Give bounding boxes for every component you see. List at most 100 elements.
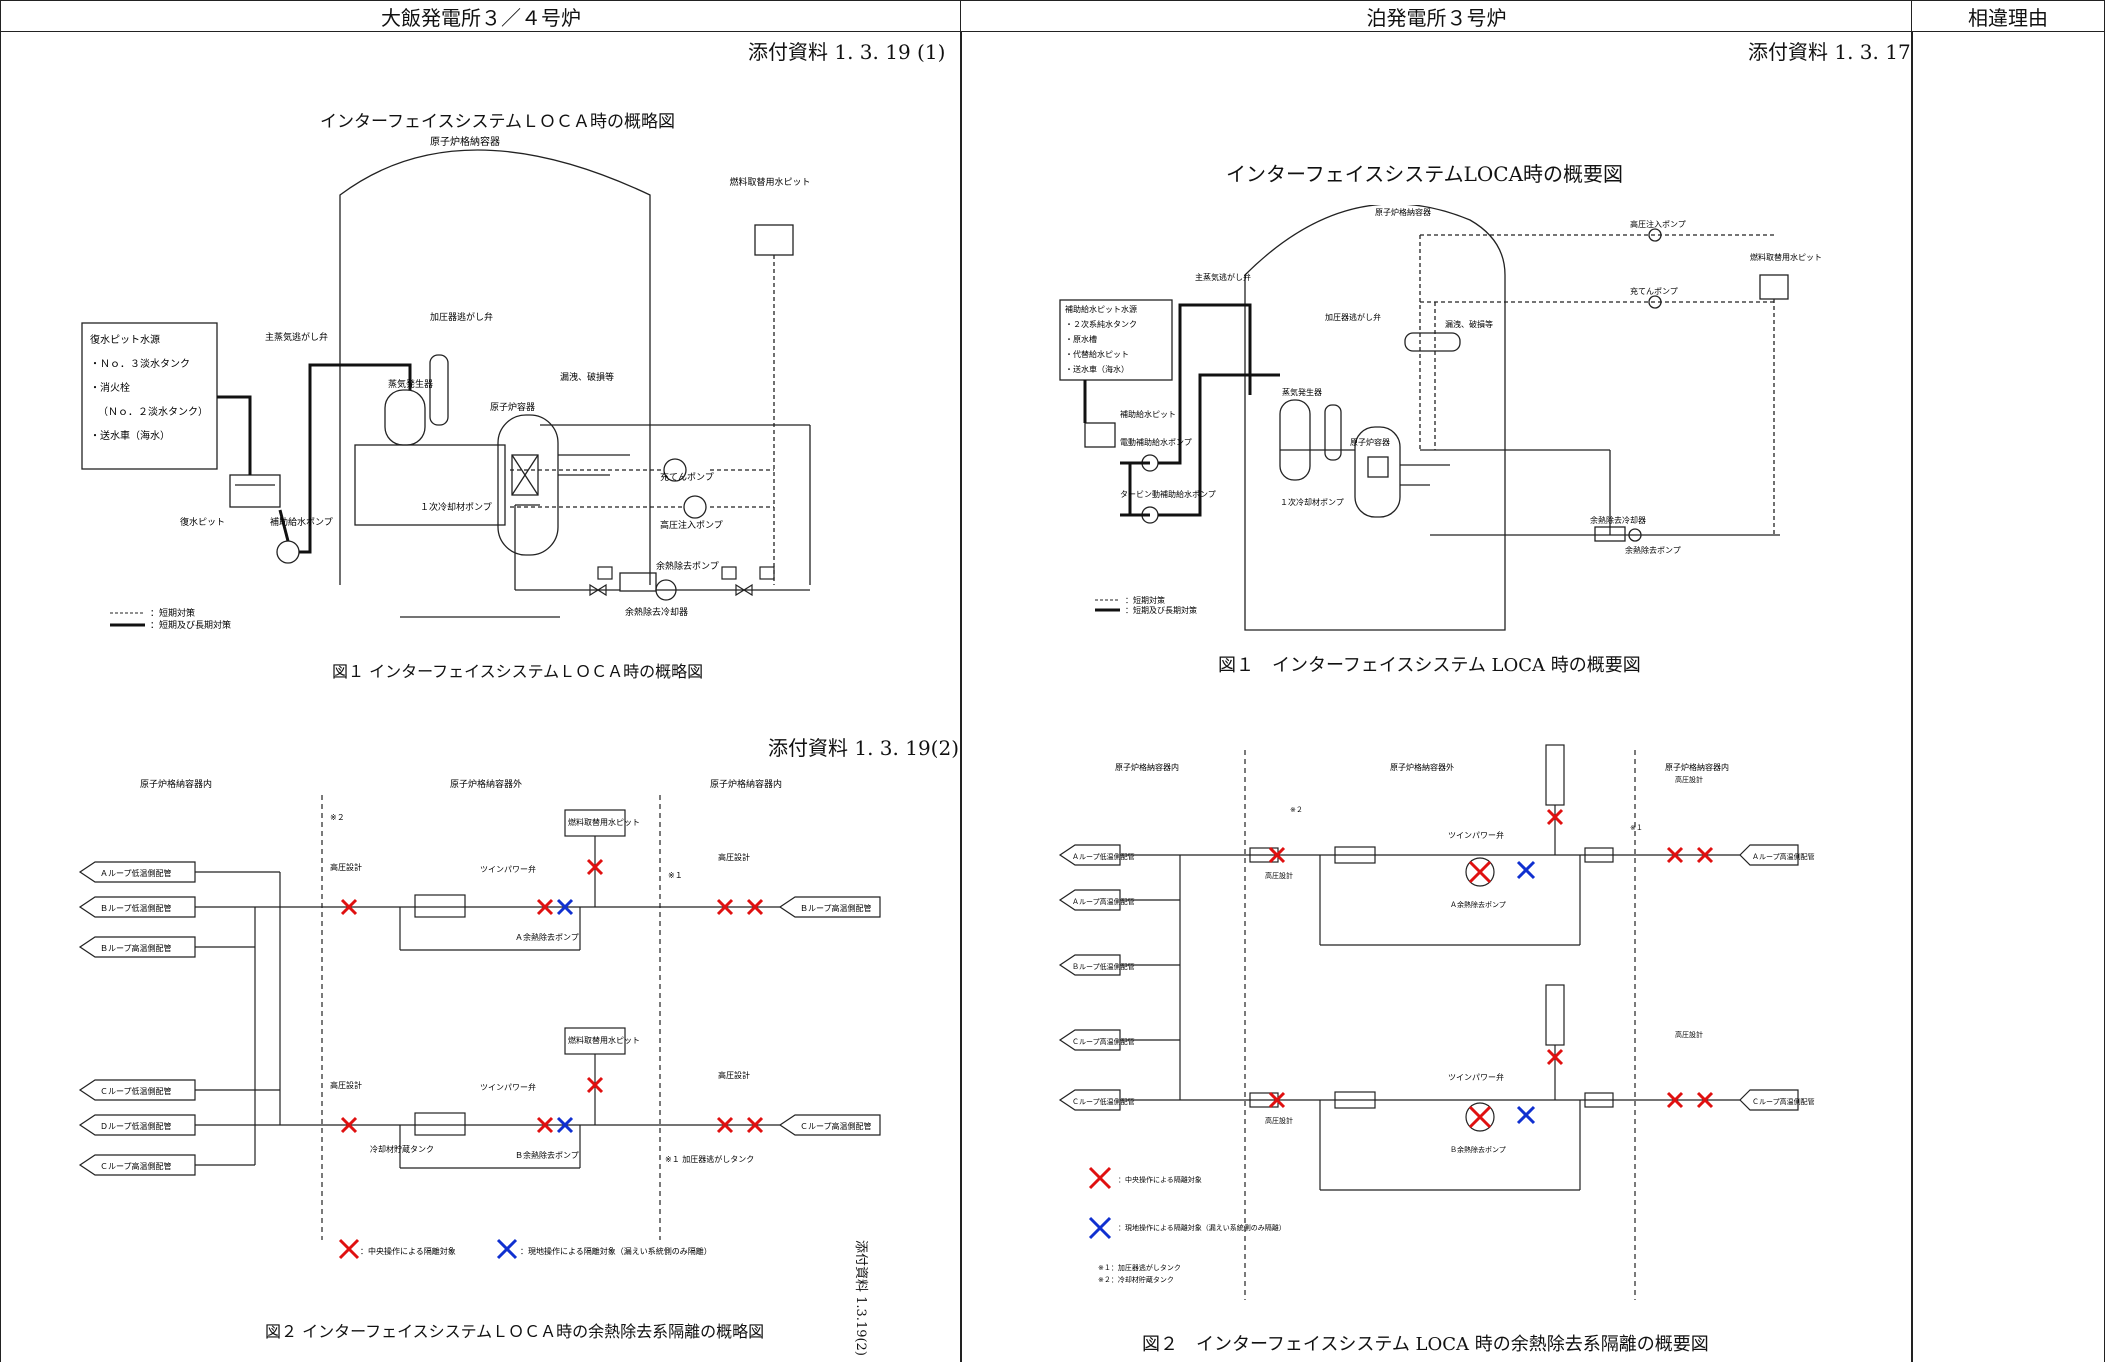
- l2-twin-b: ツインパワー弁: [480, 1082, 536, 1092]
- l2-loop-0: Ａループ低温側配管: [100, 868, 172, 878]
- l1-legend-short: ：短期対策: [150, 607, 195, 619]
- l1-seal: 漏洩、破損等: [560, 371, 614, 383]
- l2-note2: 冷却材貯蔵タンク: [370, 1144, 434, 1154]
- m2-loop-2: Ｂループ低温側配管: [1072, 962, 1135, 971]
- l1-charging: 充てんポンプ: [660, 471, 714, 483]
- m2-loop-3: Ｃループ高温側配管: [1072, 1037, 1135, 1046]
- l2-note1: ※１ 加圧器逃がしタンク: [665, 1154, 754, 1164]
- l2-outside: 原子炉格納容器外: [450, 778, 522, 790]
- m2-inside2: 原子炉格納容器内: [1665, 762, 1729, 772]
- m1-turbine-pump: タービン動補助給水ポンプ: [1120, 489, 1216, 499]
- l1-rcp: １次冷却材ポンプ: [420, 501, 492, 513]
- l2-hp-b: 高圧設計: [330, 1080, 362, 1090]
- column-left: [0, 31, 962, 1362]
- l1-rhr-hx: 余熱除去冷却器: [625, 606, 688, 618]
- header-left-label: 大飯発電所３／４号炉: [381, 5, 581, 30]
- m1-box-1: ・２次系純水タンク: [1065, 319, 1137, 329]
- middle-fig2-diagram: 原子炉格納容器内 原子炉格納容器外 原子炉格納容器内 Ａループ低温側配管 Ａルー…: [1058, 744, 1815, 1300]
- l2-mark2: ※２: [330, 813, 345, 822]
- l1-box-line-0: 復水ピット水源: [90, 333, 160, 346]
- m1-box-0: 補助給水ピット水源: [1065, 304, 1137, 314]
- m1-rhr-pump: 余熱除去ポンプ: [1625, 545, 1681, 555]
- l2-loop-2: Ｂループ高温側配管: [100, 943, 172, 953]
- header-right-label: 相違理由: [1968, 5, 2048, 30]
- header-right: 相違理由: [1911, 0, 2105, 32]
- middle-fig1-title: インターフェイスシステムLOCA時の概要図: [1226, 162, 1624, 186]
- m1-legend-long: ：短期及び長期対策: [1125, 605, 1197, 615]
- l1-pressurizer-valve: 加圧器逃がし弁: [430, 311, 493, 323]
- middle-fig1-caption: 図１ インターフェイスシステム LOCA 時の概要図: [1218, 655, 1641, 676]
- m2-loop-4: Ｃループ低温側配管: [1072, 1097, 1135, 1106]
- containment-dome-middle: [1244, 205, 1506, 631]
- m1-pr-valve: 加圧器逃がし弁: [1325, 312, 1381, 322]
- m2-legend-blue: ：現地操作による隔離対象（漏えい系統側のみ隔離）: [1118, 1223, 1286, 1232]
- m2-loop-1: Ａループ高温側配管: [1072, 897, 1135, 906]
- l2-loop-5: Ｃループ高温側配管: [100, 1161, 172, 1171]
- left-fig2-diagram: 原子炉格納容器内 原子炉格納容器外 原子炉格納容器内 Ａループ低温側配管 Ｂルー…: [78, 778, 881, 1260]
- m1-box-2: ・原水槽: [1065, 334, 1097, 344]
- middle-fig1-diagram: 原子炉格納容器 補助給水ピット水源 ・２次系純水タンク ・原水槽 ・代替給水ピッ…: [1059, 205, 1822, 631]
- m1-aux-pit: 補助給水ピット: [1120, 409, 1176, 419]
- m2-note2: ※２：冷却材貯蔵タンク: [1098, 1275, 1174, 1284]
- l1-vessel: 原子炉容器: [490, 401, 535, 413]
- m2-mark1: ※１: [1630, 824, 1643, 832]
- m1-box-3: ・代替給水ピット: [1065, 349, 1129, 359]
- m1-seal: 漏洩、破損等: [1445, 319, 1493, 329]
- m2-hp-b: 高圧設計: [1265, 1116, 1293, 1125]
- m1-main-steam: 主蒸気逃がし弁: [1195, 272, 1251, 282]
- containment-dome-left: [339, 149, 651, 585]
- l2-mark1: ※１: [668, 871, 683, 880]
- l2-fuel-b: 燃料取替用水ピット: [568, 1035, 640, 1045]
- m2-mark2: ※２: [1290, 806, 1303, 814]
- middle-attach-1: 添付資料 1. 3. 17: [1748, 40, 1911, 64]
- m1-vessel: 原子炉容器: [1350, 437, 1390, 447]
- left-fig1-caption: 図１ インターフェイスシステムＬＯＣＡ時の概略図: [332, 662, 704, 681]
- l1-box-line-3: （Ｎｏ．２淡水タンク）: [98, 406, 208, 418]
- l2-loop-4: Ｄループ低温側配管: [100, 1121, 172, 1131]
- l1-box-line-1: ・Ｎｏ．３淡水タンク: [90, 358, 190, 370]
- m2-inside1: 原子炉格納容器内: [1115, 762, 1179, 772]
- l1-legend-long: ：短期及び長期対策: [150, 619, 231, 631]
- m1-motor-pump: 電動補助給水ポンプ: [1120, 437, 1192, 447]
- m2-hp-a2: 高圧設計: [1675, 775, 1703, 784]
- m2-legend-red: ：中央操作による隔離対象: [1118, 1175, 1202, 1184]
- m2-loop-0: Ａループ低温側配管: [1072, 852, 1135, 861]
- m2-hot-a: Ａループ高温側配管: [1752, 852, 1815, 861]
- l2-hp-a: 高圧設計: [330, 862, 362, 872]
- l2-pump-b: Ｂ余熱除去ポンプ: [515, 1150, 579, 1160]
- m2-pump-a: Ａ余熱除去ポンプ: [1450, 900, 1506, 909]
- l2-loop-1: Ｂループ低温側配管: [100, 903, 172, 913]
- m1-legend-short: ：短期対策: [1125, 595, 1165, 605]
- l1-rhr-pump: 余熱除去ポンプ: [656, 560, 719, 572]
- l2-legend-blue: ：現地操作による隔離対象（漏えい系統側のみ隔離）: [520, 1246, 712, 1256]
- left-attach-1: 添付資料 1. 3. 19 (1): [748, 40, 946, 64]
- m1-steam-gen: 蒸気発生器: [1282, 387, 1322, 397]
- m1-box-4: ・送水車（海水）: [1065, 364, 1129, 374]
- m1-charging: 充てんポンプ: [1630, 286, 1678, 296]
- l2-fuel-a: 燃料取替用水ピット: [568, 817, 640, 827]
- left-attach-2: 添付資料 1. 3. 19(2): [768, 736, 960, 760]
- l2-inside2: 原子炉格納容器内: [710, 778, 782, 790]
- l1-box-line-4: ・送水車（海水）: [90, 429, 170, 442]
- column-middle: [960, 31, 1913, 1362]
- l2-hp-a2: 高圧設計: [718, 852, 750, 862]
- header-middle: 泊発電所３号炉: [960, 0, 1913, 32]
- m2-hp-a: 高圧設計: [1265, 871, 1293, 880]
- l2-loop-3: Ｃループ低温側配管: [100, 1086, 172, 1096]
- l2-legend-red: ：中央操作による隔離対象: [360, 1246, 456, 1256]
- left-fig2-caption: 図２ インターフェイスシステムＬＯＣＡ時の余熱除去系隔離の概略図: [265, 1322, 765, 1341]
- m2-hp-b2: 高圧設計: [1675, 1030, 1703, 1039]
- m2-note1: ※１：加圧器逃がしタンク: [1098, 1263, 1181, 1272]
- l2-twin-a: ツインパワー弁: [480, 864, 536, 874]
- m2-outside: 原子炉格納容器外: [1390, 762, 1454, 772]
- l1-main-steam: 主蒸気逃がし弁: [265, 331, 328, 343]
- l1-fuel-pit: 燃料取替用水ピット: [729, 176, 810, 188]
- header-left: 大飯発電所３／４号炉: [0, 0, 962, 32]
- m1-fuel-pit: 燃料取替用水ピット: [1750, 252, 1822, 262]
- m1-containment: 原子炉格納容器: [1375, 207, 1431, 217]
- l2-inside1: 原子炉格納容器内: [140, 778, 212, 790]
- m1-rcp: １次冷却材ポンプ: [1280, 497, 1344, 507]
- column-right: [1911, 31, 2105, 1362]
- left-fig1-diagram: 原子炉格納容器 復水ピット水源 ・Ｎｏ．３淡水タンク ・消火栓 （Ｎｏ．２淡水タ…: [81, 135, 811, 631]
